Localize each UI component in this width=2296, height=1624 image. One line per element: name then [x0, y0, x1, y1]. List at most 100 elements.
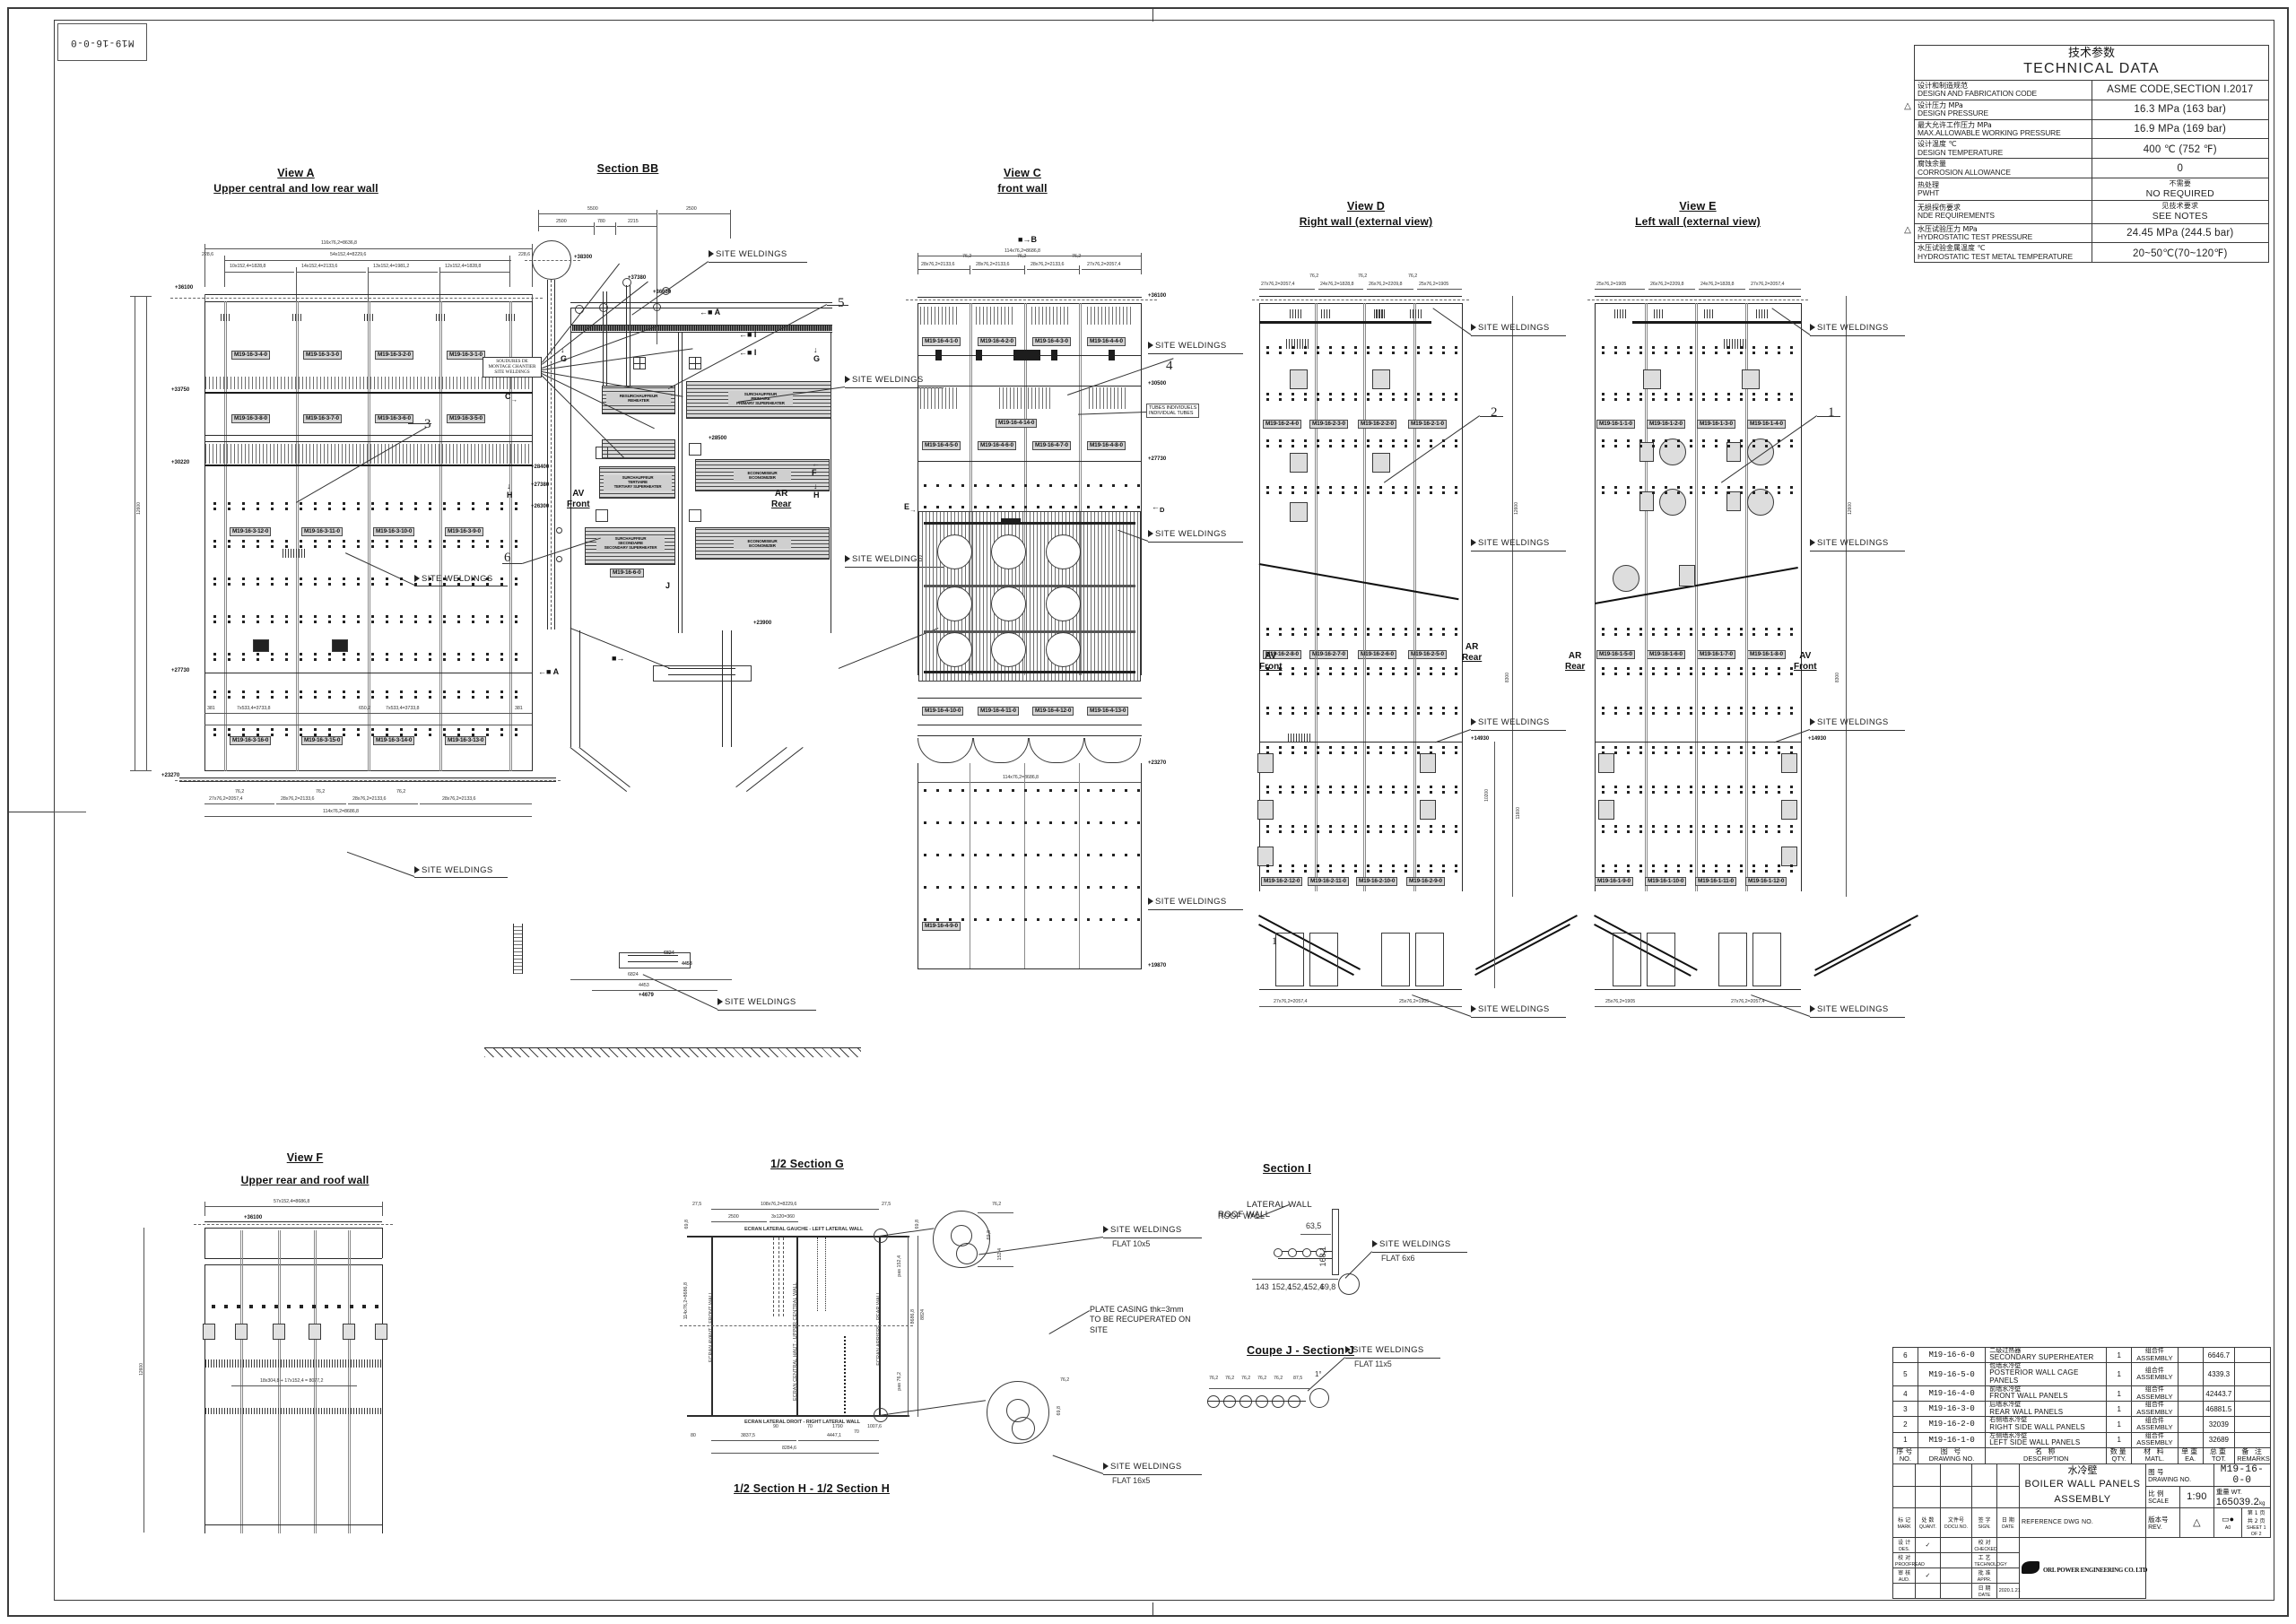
stud-dot [1392, 786, 1395, 788]
stud-dot [1765, 445, 1768, 447]
stud-dot [1392, 746, 1395, 749]
stud-dot [1677, 393, 1680, 395]
stud-dot [242, 621, 245, 623]
stud-dot [242, 583, 245, 586]
stud-dot [1279, 864, 1282, 867]
stud-dot [949, 854, 952, 856]
stud-dot [1125, 484, 1127, 487]
stud-dot [924, 821, 926, 824]
stud-dot [1405, 746, 1407, 749]
stud-dot [213, 658, 216, 661]
stud-dot [1405, 830, 1407, 833]
stud-dot [1765, 746, 1768, 749]
stud-dot [1379, 628, 1382, 630]
panel-tag: M19-16-2-6-0 [1358, 650, 1396, 660]
stud-dot [1652, 825, 1655, 828]
stud-dot [1740, 445, 1743, 447]
stud-dot [1602, 439, 1605, 442]
stud-dot [1702, 830, 1705, 833]
stud-dot [285, 540, 288, 543]
stud-dot [1292, 825, 1294, 828]
stud-dot [443, 690, 446, 693]
av-front-label: AV Front [1794, 651, 1817, 672]
stud-dot [1727, 633, 1730, 636]
stud-dot [1125, 821, 1127, 824]
stud-dot [486, 540, 489, 543]
stud-dot [1112, 854, 1115, 856]
stud-dot [1074, 854, 1077, 856]
stud-dot [328, 502, 331, 505]
stud-dot [1765, 707, 1768, 709]
stud-dot [1602, 352, 1605, 354]
stud-dot [1702, 864, 1705, 867]
leader-number: 2 [1491, 405, 1498, 420]
stud-dot [328, 583, 331, 586]
stud-dot [1405, 707, 1407, 709]
stud-dot [1405, 673, 1407, 675]
stud-dot [1417, 439, 1420, 442]
stud-dot [1614, 633, 1617, 636]
stud-dot [1778, 870, 1780, 873]
stud-dot [1087, 854, 1090, 856]
stud-dot [228, 545, 230, 548]
stud-dot [1279, 746, 1282, 749]
stud-dot [1702, 346, 1705, 349]
view-e-title: View E Left wall (external view) [1586, 199, 1810, 229]
stud-dot [1125, 854, 1127, 856]
stud-dot [1790, 786, 1793, 788]
stud-dot [1417, 628, 1420, 630]
stud-dot [1665, 746, 1667, 749]
stud-dot [414, 545, 417, 548]
stud-dot [1266, 393, 1269, 395]
signoff-date: 2020.1.21 [1996, 1582, 2021, 1599]
stud-dot [1627, 486, 1630, 489]
stud-dot [1690, 707, 1692, 709]
panel-tag: M19-16-4-11-0 [978, 707, 1019, 716]
stud-dot [1778, 633, 1780, 636]
stud-dot [1012, 854, 1014, 856]
stud-dot [1379, 398, 1382, 401]
stud-dot [1354, 491, 1357, 494]
stud-dot [1677, 667, 1680, 670]
stud-dot [1317, 439, 1319, 442]
stud-dot [974, 484, 977, 487]
stud-dot [1342, 486, 1344, 489]
stud-dot [1430, 445, 1432, 447]
stud-dot [1266, 751, 1269, 754]
stud-dot [285, 621, 288, 623]
stud-dot [1614, 352, 1617, 354]
stud-dot [314, 502, 317, 505]
stud-dot [1614, 864, 1617, 867]
stud-dot [1715, 667, 1718, 670]
stud-dot [1639, 791, 1642, 794]
panel-tag: M19-16-3-7-0 [303, 414, 342, 424]
stud-dot [1455, 830, 1457, 833]
stud-dot [1665, 673, 1667, 675]
stud-dot [1417, 398, 1420, 401]
stud-dot [1012, 918, 1014, 921]
stud-dot [1702, 491, 1705, 494]
stud-dot [1690, 633, 1692, 636]
stud-dot [472, 690, 474, 693]
stud-dot [1125, 886, 1127, 889]
stud-dot [1652, 439, 1655, 442]
stud-dot [1342, 746, 1344, 749]
stud-dot [1627, 825, 1630, 828]
panel-tag: M19-16-3-8-0 [231, 414, 270, 424]
technical-data-row: 最大允许工作压力 MPa MAX.ALLOWABLE WORKING PRESS… [1914, 118, 2269, 140]
stud-dot [1790, 825, 1793, 828]
stud-dot [936, 506, 939, 508]
stud-dot [257, 653, 259, 656]
stud-dot [1292, 633, 1294, 636]
stud-dot [1367, 667, 1370, 670]
corner-drawing-number: M19-16-0-0 [57, 23, 147, 61]
stud-dot [414, 540, 417, 543]
stud-dot [1790, 791, 1793, 794]
site-weldings-label: SITE WELDINGS [414, 574, 493, 584]
stud-dot [1329, 791, 1332, 794]
stud-dot [1677, 791, 1680, 794]
stud-dot [1304, 746, 1307, 749]
stud-dot [1266, 346, 1269, 349]
